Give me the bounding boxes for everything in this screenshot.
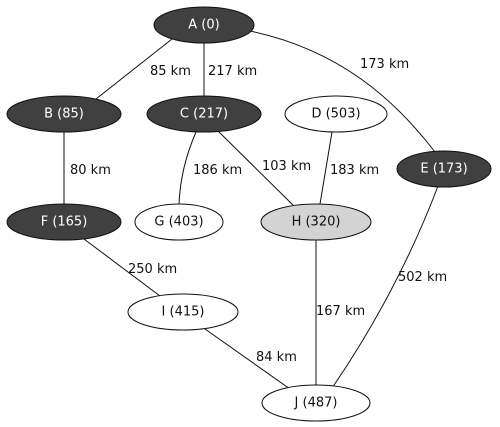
node-ellipse <box>284 95 388 133</box>
node-e: E (173) <box>396 150 492 188</box>
edge-weight-label: 250 km <box>128 262 177 277</box>
node-label: D (503) <box>311 107 360 122</box>
node-ellipse <box>127 293 239 331</box>
node-label: E (173) <box>420 162 467 177</box>
node-h: H (320) <box>260 203 372 241</box>
node-label: H (320) <box>292 215 341 230</box>
edge-i-j: 84 km <box>204 328 297 390</box>
node-ellipse <box>260 203 372 241</box>
edge-h-j: 167 km <box>315 240 365 385</box>
edges-layer: 85 km 217 km 173 km 80 km 186 km 103 km 183 km… <box>63 30 447 390</box>
node-label: F (165) <box>41 215 88 230</box>
nodes-layer: A (0) B (85) C (217) D (503) E (173) F (165) G… <box>6 6 492 422</box>
edge-line <box>217 130 295 207</box>
edge-line <box>204 328 291 390</box>
edge-weight-label: 502 km <box>398 270 447 285</box>
edge-line <box>178 131 197 205</box>
edge-a-e: 173 km <box>249 30 436 153</box>
edge-weight-label: 80 km <box>70 163 111 178</box>
node-b: B (85) <box>6 95 122 133</box>
node-d: D (503) <box>284 95 388 133</box>
edge-d-h: 183 km <box>319 131 379 205</box>
node-label: I (415) <box>162 305 205 320</box>
node-a: A (0) <box>153 6 255 44</box>
edge-c-h: 103 km <box>217 130 311 207</box>
edge-line <box>249 30 436 153</box>
edge-b-f: 80 km <box>63 132 111 204</box>
node-j: J (487) <box>261 384 371 422</box>
node-g: G (403) <box>134 203 224 241</box>
edge-weight-label: 183 km <box>330 163 379 178</box>
edge-c-g: 186 km <box>178 131 242 205</box>
node-ellipse <box>134 203 224 241</box>
node-ellipse <box>6 203 122 241</box>
edge-weight-label: 173 km <box>360 57 409 72</box>
edge-weight-label: 217 km <box>208 64 257 79</box>
node-label: C (217) <box>180 107 228 122</box>
edge-line <box>83 238 161 297</box>
node-label: G (403) <box>154 215 203 230</box>
node-ellipse <box>261 384 371 422</box>
edge-f-i: 250 km <box>83 238 177 297</box>
edge-a-b: 85 km <box>95 38 191 100</box>
node-ellipse <box>396 150 492 188</box>
node-label: B (85) <box>44 107 84 122</box>
edge-line <box>95 38 173 100</box>
edge-line <box>319 131 333 205</box>
edge-weight-label: 103 km <box>262 159 311 174</box>
node-ellipse <box>146 95 262 133</box>
edge-line <box>331 185 439 389</box>
edge-e-j: 502 km <box>331 185 447 389</box>
edge-weight-label: 167 km <box>316 304 365 319</box>
edge-weight-label: 84 km <box>256 350 297 365</box>
node-label: A (0) <box>188 18 219 33</box>
edge-weight-label: 186 km <box>193 163 242 178</box>
edge-weight-label: 85 km <box>150 64 191 79</box>
node-label: J (487) <box>294 396 338 411</box>
node-c: C (217) <box>146 95 262 133</box>
edge-a-c: 217 km <box>203 43 257 96</box>
node-f: F (165) <box>6 203 122 241</box>
node-ellipse <box>6 95 122 133</box>
node-ellipse <box>153 6 255 44</box>
node-i: I (415) <box>127 293 239 331</box>
